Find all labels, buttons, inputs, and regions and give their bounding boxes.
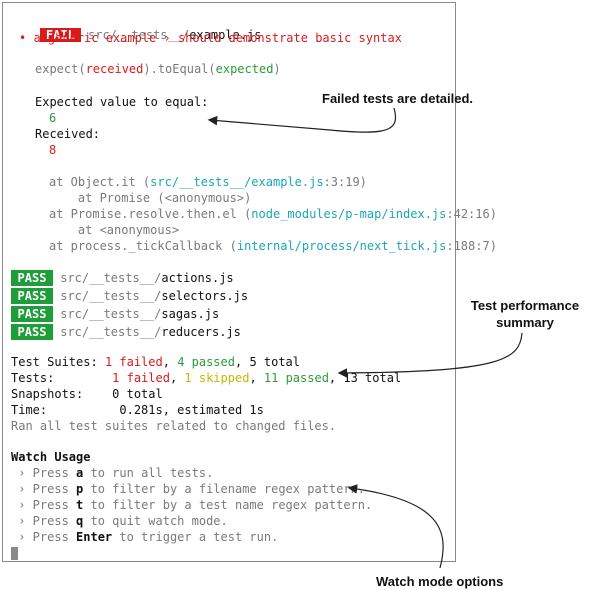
watch-text: to trigger a test run. [112, 530, 279, 544]
ran-note: Ran all test suites related to changed f… [11, 419, 337, 433]
watch-option[interactable]: › Press a to run all tests. [11, 465, 213, 481]
watch-key: a [76, 466, 84, 480]
tests-passed: 11 passed [263, 371, 329, 385]
watch-option[interactable]: › Press Enter to trigger a test run. [11, 529, 278, 545]
pass-file-name: actions.js [161, 271, 234, 285]
pass-row: PASS src/__tests__/sagas.js [11, 306, 219, 322]
pass-row: PASS src/__tests__/actions.js [11, 270, 234, 286]
callout-performance-line1: Test performance [470, 298, 580, 313]
assertion-part: ) [273, 62, 281, 76]
tests-failed: 1 failed [112, 371, 170, 385]
stack-text: at process._tickCallback ( [49, 239, 237, 253]
received-value: 8 [49, 143, 57, 157]
watch-usage-title: Watch Usage [11, 450, 91, 464]
summary-label: Snapshots: [11, 387, 84, 401]
fail-path-prefix: src/__tests__/ [88, 28, 190, 42]
time-value: 0.281s, estimated 1s [119, 403, 264, 417]
watch-key: Enter [76, 530, 113, 544]
pass-badge: PASS [11, 270, 53, 286]
pass-file-name: selectors.js [161, 289, 249, 303]
pass-badge: PASS [11, 324, 53, 340]
callout-watch-mode: Watch mode options [376, 574, 504, 589]
stack-text: :42:16) [446, 207, 497, 221]
watch-text: › Press [11, 482, 77, 496]
suites-total: 5 total [249, 355, 301, 369]
watch-key: q [76, 514, 84, 528]
stack-text: at Object.it ( [49, 175, 151, 189]
snapshots-value: 0 total [112, 387, 163, 401]
watch-text: › Press [11, 530, 77, 544]
assertion-part: ).toEqual( [143, 62, 216, 76]
fail-file-name: example.js [189, 28, 262, 42]
received-label: Received: [35, 127, 101, 141]
fail-header: FAIL src/__tests__/example.js [11, 11, 261, 59]
expected-label: Expected value to equal: [35, 95, 209, 109]
watch-text: › Press [11, 466, 77, 480]
watch-key: t [76, 498, 84, 512]
stack-frame: at Promise (<anonymous>) [49, 191, 252, 205]
watch-key: p [76, 482, 84, 496]
arrow-failed-tests [207, 107, 397, 133]
pass-path-prefix: src/__tests__/ [60, 271, 162, 285]
arrow-watch-mode [347, 484, 444, 569]
stack-frame: at process._tickCallback (internal/proce… [49, 238, 497, 254]
pass-path-prefix: src/__tests__/ [60, 325, 162, 339]
stack-text: at Promise.resolve.then.el ( [49, 207, 252, 221]
pass-path-prefix: src/__tests__/ [60, 307, 162, 321]
watch-text: › Press [11, 498, 77, 512]
summary-snapshots: Snapshots: 0 total [11, 386, 163, 402]
summary-label: Tests: [11, 371, 55, 385]
stack-frame: at <anonymous> [49, 223, 180, 237]
summary-tests: Tests: 1 failed, 1 skipped, 11 passed, 1… [11, 371, 402, 385]
terminal-window[interactable]: FAIL src/__tests__/example.js • a generi… [2, 2, 497, 562]
stack-frame: at Object.it (src/__tests__/example.js:3… [49, 174, 367, 190]
stack-frame: at Promise.resolve.then.el (node_modules… [49, 206, 497, 222]
pass-file-name: reducers.js [161, 325, 241, 339]
stack-text: :3:19) [323, 175, 367, 189]
suites-passed: 4 passed [177, 355, 235, 369]
stack-location-link[interactable]: node_modules/p-map/index.js [251, 207, 447, 221]
callout-failed-tests: Failed tests are detailed. [322, 91, 474, 106]
stack-location-link[interactable]: internal/process/next_tick.js [236, 239, 447, 253]
suites-failed: 1 failed [104, 355, 163, 369]
stack-location-link[interactable]: src/__tests__/example.js [150, 175, 324, 189]
pass-row: PASS src/__tests__/reducers.js [11, 324, 241, 340]
pass-path-prefix: src/__tests__/ [60, 289, 162, 303]
watch-text: to filter by a test name regex pattern. [83, 498, 373, 512]
assertion-part: expect( [35, 62, 86, 76]
watch-text: to run all tests. [83, 466, 214, 480]
expected-value: 6 [49, 111, 57, 125]
callout-performance-line2: summary [496, 315, 554, 330]
watch-text: to quit watch mode. [83, 514, 228, 528]
arrow-performance [337, 332, 523, 378]
failed-test-title: • a generic example › should demonstrate… [19, 31, 402, 45]
summary-label: Test Suites: [11, 355, 98, 369]
summary-suites: Test Suites: 1 failed, 4 passed, 5 total [11, 355, 301, 369]
stack-text: :188:7) [446, 239, 497, 253]
pass-badge: PASS [11, 306, 53, 322]
tests-skipped: 1 skipped [184, 371, 250, 385]
terminal-cursor[interactable] [11, 547, 18, 560]
assertion-expected: expected [215, 62, 274, 76]
summary-label: Time: [11, 403, 48, 417]
pass-file-name: sagas.js [161, 307, 220, 321]
pass-row: PASS src/__tests__/selectors.js [11, 288, 248, 304]
pass-badge: PASS [11, 288, 53, 304]
watch-option[interactable]: › Press t to filter by a test name regex… [11, 497, 372, 513]
assertion-line: expect(received).toEqual(expected) [35, 61, 281, 77]
summary-time: Time: 0.281s, estimated 1s [11, 402, 264, 418]
watch-text: › Press [11, 514, 77, 528]
fail-badge: FAIL [39, 28, 81, 42]
callout-performance: Test performance summary [470, 297, 580, 331]
watch-option[interactable]: › Press q to quit watch mode. [11, 513, 228, 529]
assertion-received: received [85, 62, 144, 76]
